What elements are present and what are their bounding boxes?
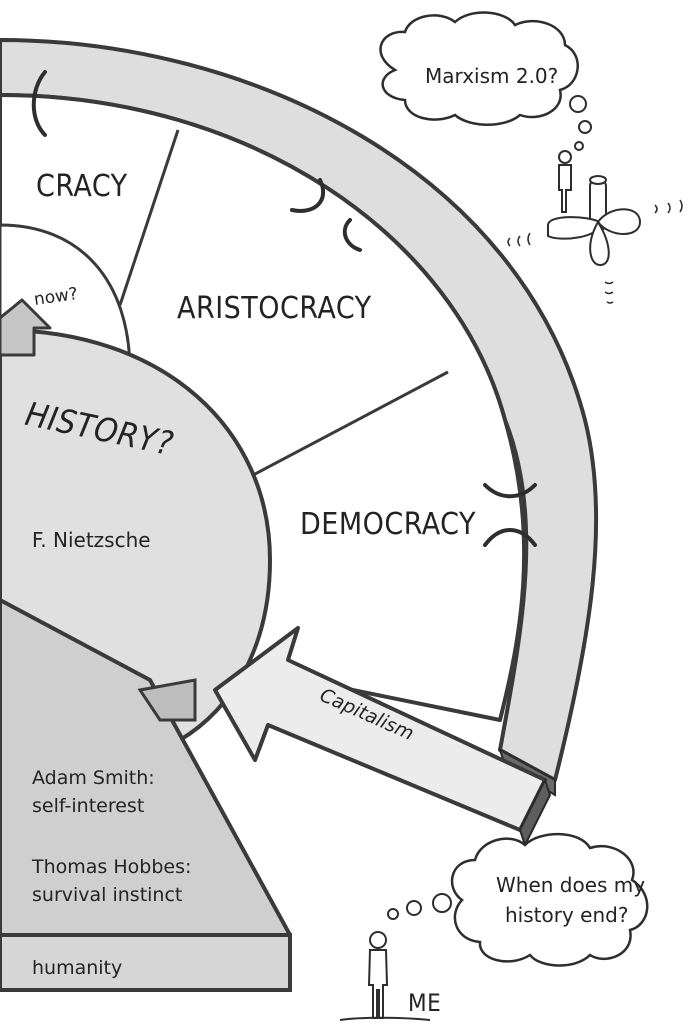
humanity-label: humanity (32, 958, 122, 980)
thought-bubble-bottom (452, 834, 647, 965)
history-subtitle: F. Nietzsche (32, 529, 151, 552)
note-hobbes-line1: Thomas Hobbes: (32, 857, 191, 879)
thought-bottom-line1: When does my (496, 874, 645, 897)
regime-label-aristocracy: ARISTOCRACY (177, 292, 372, 327)
note-adam-smith-line1: Adam Smith: (32, 768, 155, 790)
regime-label-cracy: CRACY (36, 170, 128, 205)
figure-on-propeller (548, 151, 640, 265)
note-adam-smith-line2: self-interest (32, 796, 144, 818)
thought-top-text: Marxism 2.0? (425, 65, 558, 88)
me-label: ME (408, 990, 441, 1018)
note-hobbes-line2: survival instinct (32, 885, 182, 907)
regime-label-democracy: DEMOCRACY (300, 508, 476, 543)
thought-bottom-line2: history end? (505, 904, 628, 927)
